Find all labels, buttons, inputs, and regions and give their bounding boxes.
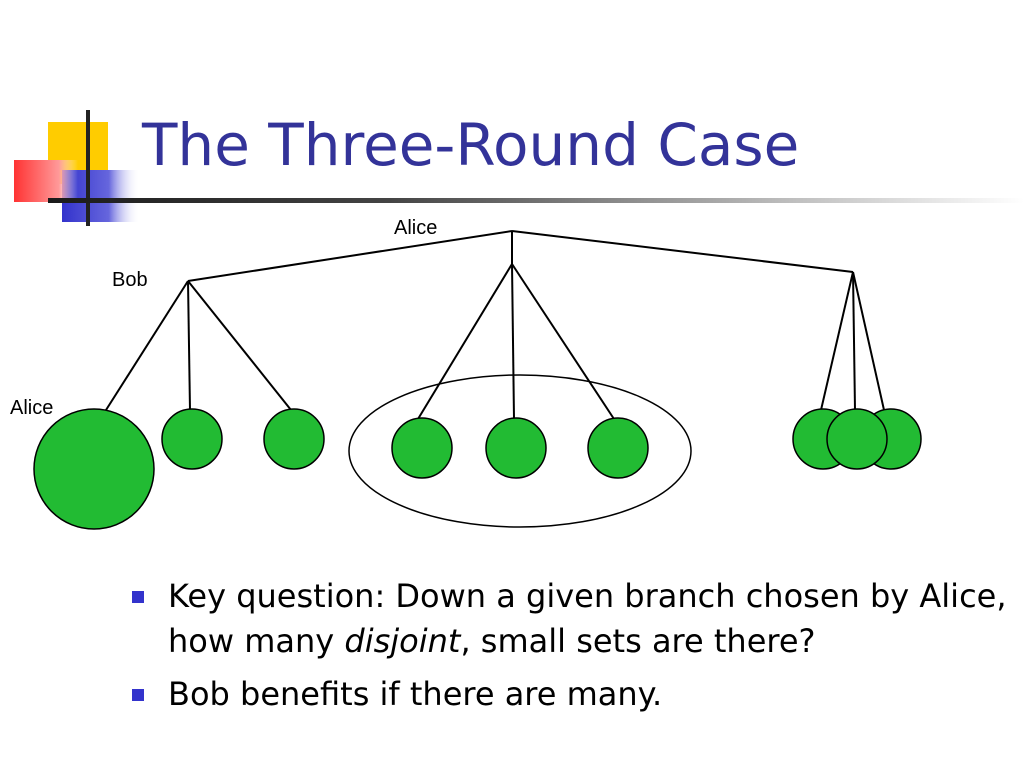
edge-right-2 [852, 271, 856, 411]
set-circle-overlap [826, 408, 888, 470]
tree-edges [105, 230, 885, 420]
bullet-list: Key question: Down a given branch chosen… [130, 574, 1010, 725]
slide-title: The Three-Round Case [142, 111, 800, 179]
set-circle [587, 417, 649, 479]
bullet-item: Key question: Down a given branch chosen… [130, 574, 1010, 664]
bullet-item: Bob benefits if there are many. [130, 672, 1010, 717]
edge-left-3 [187, 280, 292, 411]
leaf-sets [33, 408, 922, 530]
third-player-label: Alice [10, 397, 53, 419]
edge-right-3 [852, 271, 885, 411]
set-circle [485, 417, 547, 479]
edge-middle-1 [417, 263, 513, 420]
slide-logo-icon [14, 110, 140, 226]
bullet-emphasis: disjoint [344, 622, 461, 660]
edge-middle-3 [511, 263, 615, 420]
disjoint-sets-ellipse [348, 374, 692, 528]
set-circle [391, 417, 453, 479]
set-large-circle [33, 408, 155, 530]
game-tree-diagram: Alice Bob Alice [10, 217, 922, 530]
logo-red-square [14, 160, 78, 202]
edge-middle-2 [511, 263, 515, 420]
bullet-text: Bob benefits if there are many. [168, 675, 663, 713]
edge-root-left [187, 230, 513, 282]
logo-vertical-rule [86, 110, 90, 226]
root-player-label: Alice [394, 217, 437, 239]
edge-left-1 [105, 280, 189, 411]
edge-right-1 [820, 271, 854, 411]
edge-root-right [511, 230, 854, 273]
set-circle [263, 408, 325, 470]
bullet-text: Key question: Down a given branch chosen… [168, 577, 1007, 660]
bullet-text: , small sets are there? [460, 622, 816, 660]
second-player-label: Bob [112, 269, 148, 291]
title-underline [48, 198, 1024, 203]
edge-left-2 [187, 280, 191, 411]
set-circle [161, 408, 223, 470]
